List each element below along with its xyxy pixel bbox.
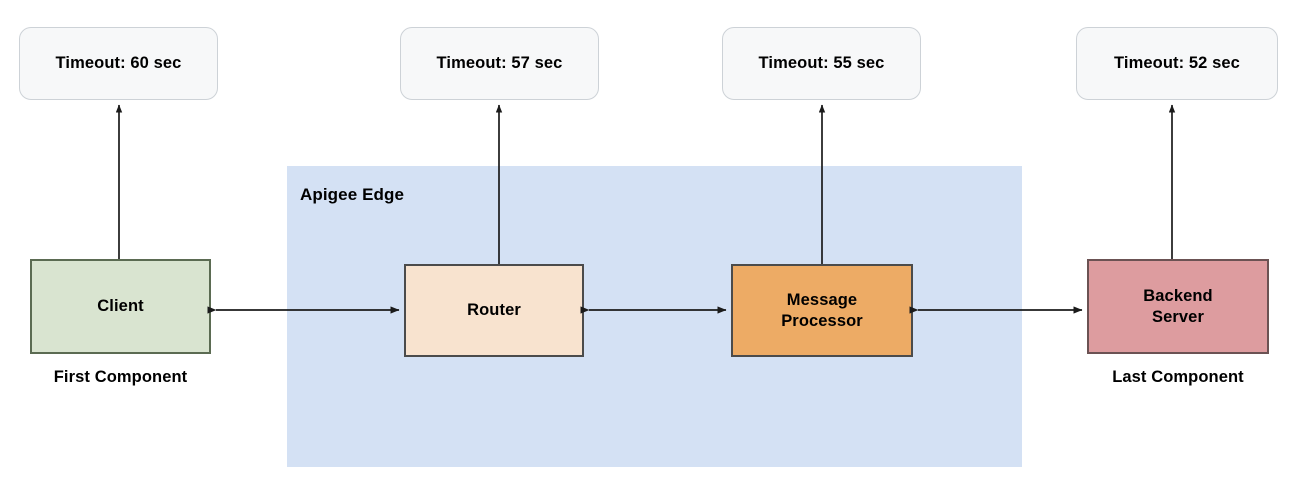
- timeout-box-backend-server: Timeout: 52 sec: [1076, 27, 1278, 100]
- timeout-box-message-processor: Timeout: 55 sec: [722, 27, 921, 100]
- node-client: Client: [30, 259, 211, 354]
- node-router: Router: [404, 264, 584, 357]
- node-backend-server-line1: Backend: [1143, 286, 1213, 305]
- node-backend-server-line2: Server: [1152, 307, 1204, 326]
- node-message-processor-line2: Processor: [781, 311, 863, 330]
- timeout-box-router: Timeout: 57 sec: [400, 27, 599, 100]
- node-backend-server: Backend Server: [1087, 259, 1269, 354]
- node-message-processor: Message Processor: [731, 264, 913, 357]
- timeout-box-client: Timeout: 60 sec: [19, 27, 218, 100]
- caption-last-component: Last Component: [1112, 368, 1244, 386]
- caption-first-component: First Component: [53, 368, 188, 386]
- node-message-processor-line1: Message: [786, 290, 858, 309]
- apigee-edge-zone-label: Apigee Edge: [300, 185, 405, 204]
